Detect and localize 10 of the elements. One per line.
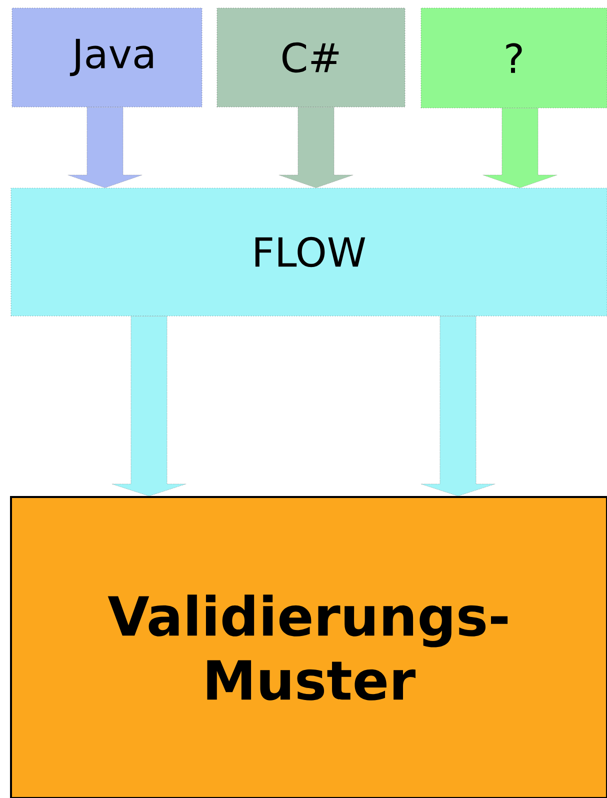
block-arrow bbox=[68, 107, 142, 188]
language-box: ? bbox=[420, 8, 607, 108]
language-box: Java bbox=[12, 8, 202, 108]
block-arrow bbox=[420, 316, 496, 496]
block-arrow bbox=[278, 107, 354, 188]
block-arrow bbox=[112, 316, 186, 496]
block-arrow bbox=[482, 108, 558, 188]
pattern-box: Validierungs-Muster bbox=[10, 496, 607, 798]
flow-box: FLOW bbox=[10, 188, 607, 316]
language-box: C# bbox=[216, 8, 406, 108]
